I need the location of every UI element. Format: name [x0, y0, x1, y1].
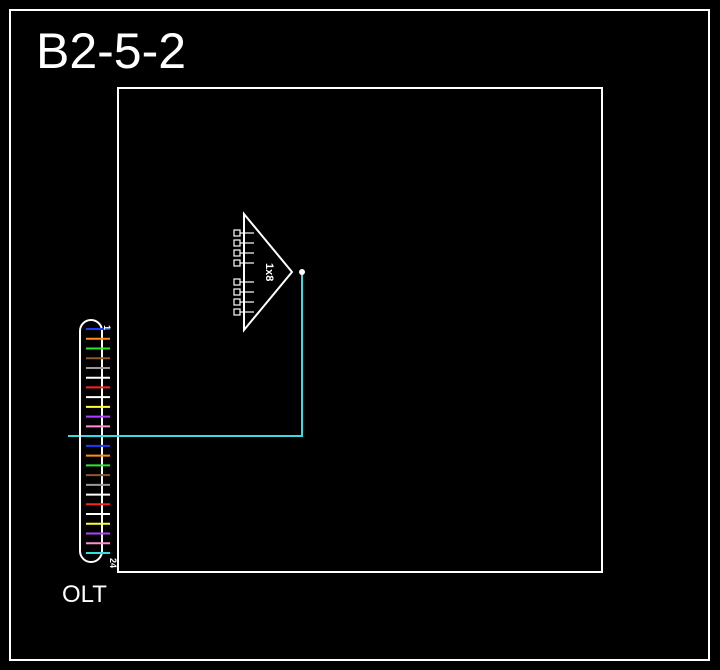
splitter-output-list: [233, 229, 254, 316]
splitter-ratio-label: 1x8: [263, 263, 275, 281]
splitter-output-1[interactable]: [233, 229, 254, 237]
olt-port-list: [86, 328, 110, 554]
splitter-output-5[interactable]: [233, 278, 254, 286]
olt-panel[interactable]: 1 24: [79, 319, 118, 568]
splitter-output-3[interactable]: [233, 249, 254, 257]
olt-first-port-number: 1: [102, 325, 112, 330]
area-boundary: [117, 87, 603, 573]
outer-frame: [9, 9, 710, 661]
splitter-output-7[interactable]: [233, 298, 254, 306]
splitter-1x8[interactable]: 1x8: [233, 211, 294, 333]
fiber-cable[interactable]: [68, 272, 303, 437]
splitter-output-6[interactable]: [233, 288, 254, 296]
olt-label: OLT: [62, 581, 107, 608]
splitter-output-2[interactable]: [233, 239, 254, 247]
splitter-output-4[interactable]: [233, 259, 254, 267]
olt-last-port-number: 24: [108, 558, 118, 568]
page-title: B2-5-2: [36, 23, 186, 79]
olt-body[interactable]: [79, 319, 103, 563]
splitter-body[interactable]: [243, 211, 294, 333]
splitter-input-node[interactable]: [299, 269, 305, 275]
splitter-output-8[interactable]: [233, 308, 254, 316]
